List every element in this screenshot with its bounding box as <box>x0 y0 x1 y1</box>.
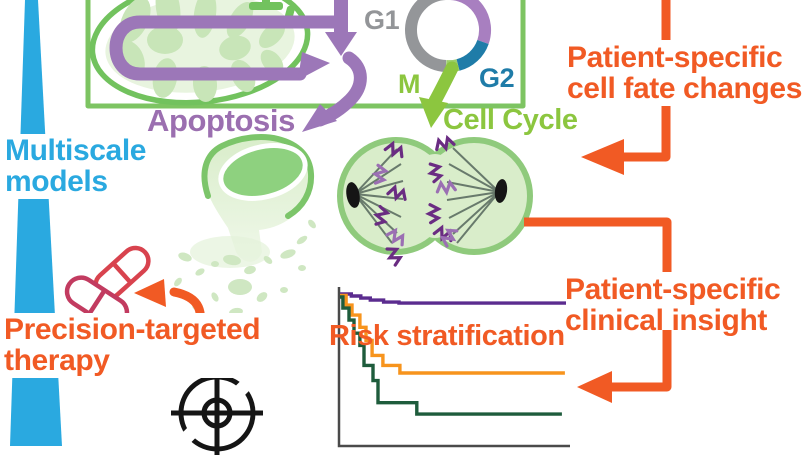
mito-loop-arrow <box>109 15 345 81</box>
spindle-fibers <box>354 147 500 244</box>
phase-g1-label: G1 <box>364 5 400 35</box>
multiscale-models-label: Multiscale models <box>2 134 152 200</box>
insight-line1: Patient-specific <box>565 273 781 306</box>
m-exit-arrowhead <box>419 97 448 128</box>
survival-plot <box>337 287 570 448</box>
multiscale-line1: Multiscale <box>5 134 147 167</box>
ring-g1-arc <box>405 0 448 72</box>
fate-line1: Patient-specific <box>567 41 783 74</box>
plot-axes <box>337 287 570 448</box>
km-curve-orange <box>340 293 565 375</box>
spindle-pole-left <box>346 182 360 208</box>
ring-s-arc <box>447 0 491 44</box>
cell-cycle-ring-icon <box>405 0 491 128</box>
mito-loop-arrowhead <box>298 52 330 80</box>
mitotic-cell-icon <box>337 134 533 268</box>
risk-stratification-label: Risk stratification <box>329 320 565 352</box>
fate-bracket-arrow <box>581 0 671 175</box>
nucleus <box>218 143 308 201</box>
clinical-insight-callout-label: Patient-specific clinical insight <box>565 273 781 338</box>
therapy-line2: therapy <box>4 344 110 378</box>
multiscale-wedge <box>10 0 62 446</box>
crosshair-target-icon <box>171 368 263 455</box>
multiscale-line2: models <box>5 165 108 199</box>
insight-bracket-arrow <box>524 217 672 403</box>
insight-line2: clinical insight <box>565 304 767 338</box>
fate-line2: cell fate changes <box>567 72 802 106</box>
spindle-pole-right <box>494 179 508 203</box>
cell-fate-callout-label: Patient-specific cell fate changes <box>567 41 802 106</box>
apoptosis-signal-arrows <box>109 0 367 132</box>
to-apoptosis-arrowhead <box>302 104 337 132</box>
phase-m-label: M <box>398 69 421 99</box>
km-curve-purple <box>340 292 566 305</box>
apoptotic-cell-icon <box>174 134 316 323</box>
apoptosis-label: Apoptosis <box>147 103 295 138</box>
phase-g2-label: G2 <box>479 63 515 93</box>
cell-cycle-label: Cell Cycle <box>443 104 578 136</box>
cell-module-box <box>85 0 526 109</box>
precision-therapy-label: Precision-targeted therapy <box>1 313 266 379</box>
km-curve-green <box>340 295 562 416</box>
down-arrowhead <box>325 32 357 56</box>
m-exit-arrow <box>428 61 459 108</box>
survival-curves <box>340 292 566 416</box>
therapy-line1: Precision-targeted <box>4 313 261 346</box>
ring-g2-arc <box>456 39 489 71</box>
